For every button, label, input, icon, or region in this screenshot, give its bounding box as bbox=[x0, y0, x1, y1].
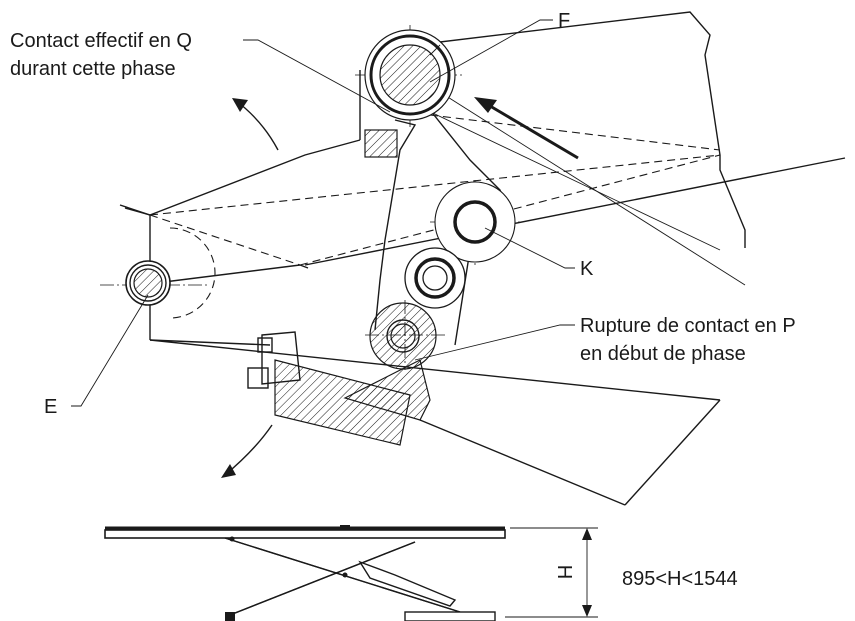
contact-block-q bbox=[364, 129, 398, 158]
pivot-e bbox=[100, 230, 210, 335]
lift-table bbox=[104, 525, 598, 621]
label-f: F bbox=[558, 10, 570, 32]
leader-lines bbox=[71, 19, 575, 407]
roller-k-upper bbox=[430, 180, 520, 265]
construction-lines bbox=[149, 69, 746, 319]
label-h-symbol: H bbox=[553, 565, 575, 579]
label-h-range: 895<H<1544 bbox=[622, 568, 738, 590]
motion-arrows bbox=[221, 97, 579, 478]
label-contact-q-line2: durant cette phase bbox=[10, 58, 176, 80]
roller-f bbox=[355, 25, 465, 130]
label-rupture-line1: Rupture de contact en P bbox=[580, 315, 796, 337]
upper-arm bbox=[119, 11, 846, 346]
label-rupture-line2: en début de phase bbox=[580, 343, 746, 365]
roller-k-lower bbox=[404, 247, 466, 309]
lower-arm bbox=[149, 339, 721, 506]
label-contact-q-line1: Contact effectif en Q bbox=[10, 30, 192, 52]
label-k: K bbox=[580, 258, 594, 280]
lower-clamp bbox=[247, 331, 431, 446]
label-e: E bbox=[44, 396, 57, 418]
